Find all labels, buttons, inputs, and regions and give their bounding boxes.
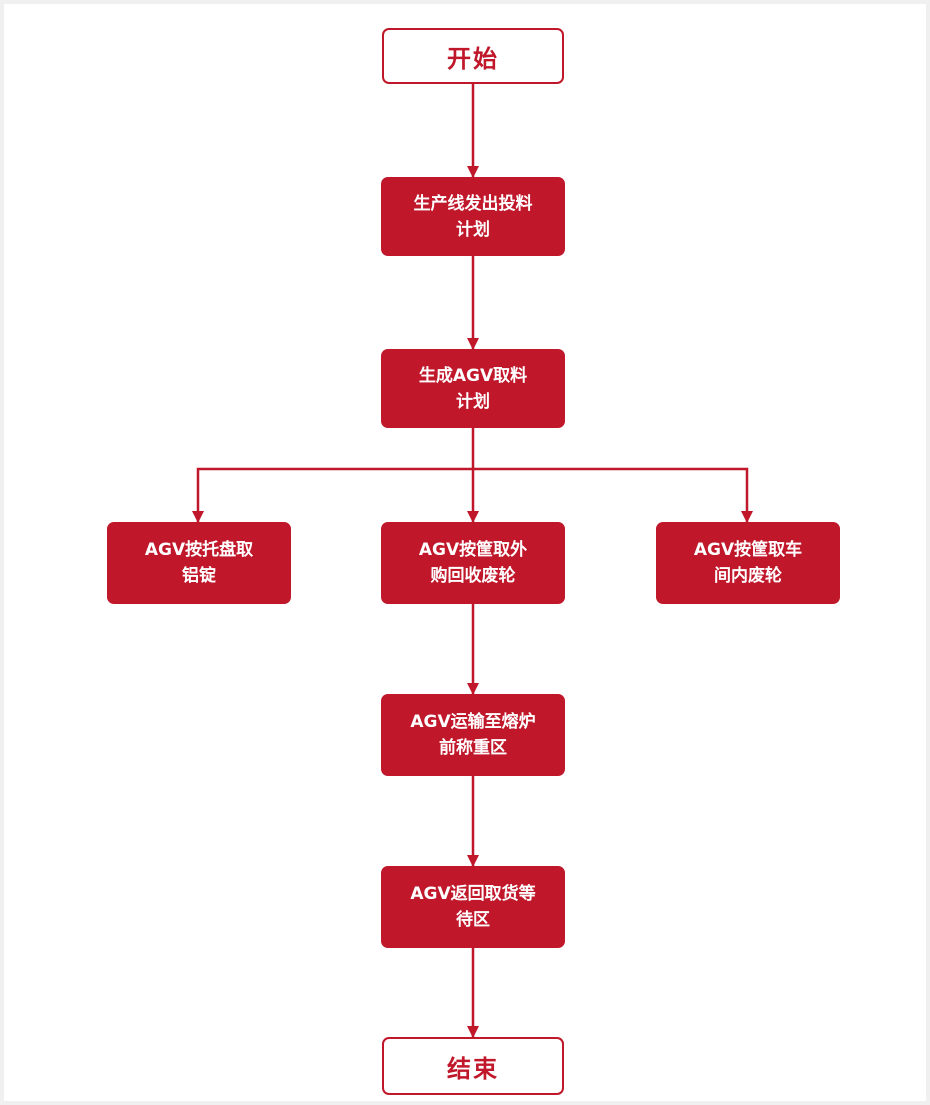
end-label: 结束 — [447, 1054, 499, 1083]
agv-return-node: AGV返回取货等 待区 — [381, 866, 565, 948]
agv-workshop-scrap-node: AGV按筐取车 间内废轮 — [656, 522, 840, 604]
edge-agv-plan-to-ingot — [192, 467, 473, 523]
agv-workshop-scrap-label-line1: AGV按筐取车 — [693, 540, 803, 560]
agv-pick-plan-node: 生成AGV取料 计划 — [381, 349, 565, 428]
agv-return-label-line2: 待区 — [456, 910, 490, 930]
issue-feeding-plan-node: 生产线发出投料 计划 — [381, 177, 565, 256]
flowchart-connectors — [192, 84, 753, 1038]
agv-return-label-line1: AGV返回取货等 — [410, 884, 536, 904]
issue-feeding-plan-label-line1: 生产线发出投料 — [413, 193, 533, 214]
agv-pick-plan-label-line2: 计划 — [456, 391, 490, 412]
agv-pallet-ingot-node: AGV按托盘取 铝锭 — [107, 522, 291, 604]
agv-outside-scrap-node: AGV按筐取外 购回收废轮 — [381, 522, 565, 604]
agv-pallet-ingot-label-line2: 铝锭 — [182, 566, 216, 586]
flowchart-canvas: 开始 生产线发出投料 计划 生成AGV取料 计划 AGV按托盘取 铝锭 AGV按… — [4, 4, 926, 1101]
agv-outside-scrap-label-line2: 购回收废轮 — [430, 566, 516, 586]
agv-transport-label-line1: AGV运输至熔炉 — [410, 712, 536, 732]
edge-agv-plan-to-workshop — [473, 467, 753, 523]
agv-outside-scrap-label-line1: AGV按筐取外 — [418, 540, 528, 560]
start-node: 开始 — [382, 28, 564, 84]
agv-workshop-scrap-label-line2: 间内废轮 — [714, 566, 782, 586]
agv-transport-label-line2: 前称重区 — [439, 738, 507, 758]
agv-pallet-ingot-label-line1: AGV按托盘取 — [144, 540, 254, 560]
agv-transport-node: AGV运输至熔炉 前称重区 — [381, 694, 565, 776]
start-label: 开始 — [447, 44, 499, 73]
end-node: 结束 — [382, 1037, 564, 1095]
issue-feeding-plan-label-line2: 计划 — [456, 219, 490, 240]
agv-pick-plan-label-line1: 生成AGV取料 — [418, 365, 528, 386]
